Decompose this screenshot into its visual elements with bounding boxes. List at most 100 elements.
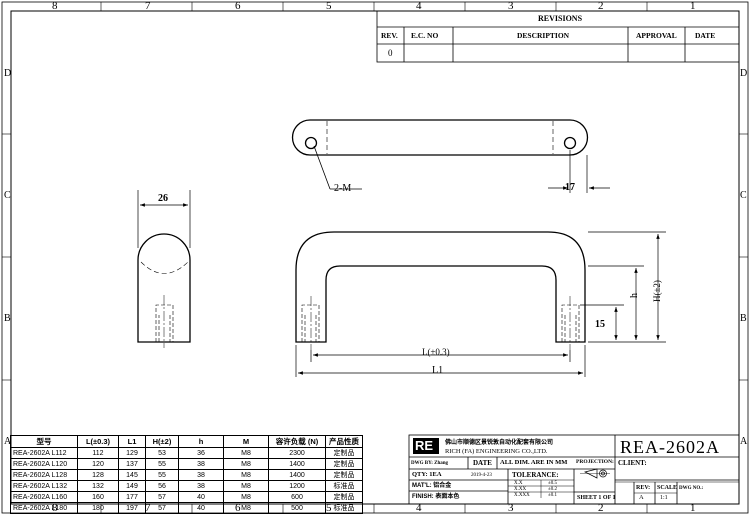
dim-15: 15 [595,319,605,330]
rev-header-rev: REV. [381,31,398,40]
cell: 56 [145,480,179,492]
client-label: CLIENT: [618,459,647,467]
tol-1-format: X.X [514,480,523,486]
cell: REA-2602A L180 [10,502,78,514]
cell: 40 [178,491,224,503]
leader-line [313,145,331,190]
qty: QTY: 1EA [412,471,442,478]
cell: M8 [223,491,269,503]
tol-3-format: X.XXX [514,492,530,498]
cell: 149 [118,480,146,492]
parts-table: 型号 L(±0.3) L1 H(±2) h M 容许负载 (N) 产品性质 RE… [10,435,363,514]
part-number: REA-2602A [620,437,720,457]
sheet-label: SHEET 1 OF 1 [577,495,616,501]
col-h-tol: H(±2) [145,435,179,448]
cell: 600 [268,491,326,503]
tol-2-format: X.XX [514,486,527,492]
cell: 132 [77,480,119,492]
front-view [295,231,586,350]
cell: 定制品 [325,491,363,503]
cell: 197 [118,502,146,514]
revisions-table [376,10,740,63]
projection-label: PROJECTION: [576,459,614,465]
zone-col-3: 3 [508,0,514,12]
col-h: h [178,435,224,448]
table-row: REA-2602A L160 160 177 57 40 M8 600 定制品 [10,491,363,503]
company-name-en: RICH (FA) ENGINEERING CO.,LTD. [445,448,548,455]
cell: 129 [118,447,146,459]
dwg-by: DWG BY: Zhang [411,461,449,466]
cell: REA-2602A L160 [10,491,78,503]
zone-col-2: 2 [598,0,604,12]
table-row: REA-2602A L180 180 197 57 40 M8 500 标准品 [10,502,363,514]
dim-17: 17 [565,182,575,193]
inner-frame [10,10,740,505]
cell: M8 [223,469,269,481]
col-l1: L1 [118,435,146,448]
company-logo-box [413,438,439,454]
table-row: REA-2602A L112 112 129 53 36 M8 2300 定制品 [10,447,363,459]
cell: 500 [268,502,326,514]
zone-col-4-bottom: 4 [416,502,422,514]
zone-col-7: 7 [145,0,151,12]
cell: 38 [178,469,224,481]
cell: 145 [118,469,146,481]
cell: 57 [145,502,179,514]
cell: 57 [145,491,179,503]
rev-label: REV: [636,485,651,491]
zone-col-8: 8 [52,0,58,12]
cell: 定制品 [325,469,363,481]
table-row: REA-2602A L132 132 149 56 38 M8 1200 标准品 [10,480,363,492]
parts-table-header: 型号 L(±0.3) L1 H(±2) h M 容许负载 (N) 产品性质 [10,435,363,448]
col-type: 产品性质 [325,435,363,448]
units-note: ALL DIM. ARE IN MM [500,459,568,466]
zone-row-c-right: C [740,190,747,201]
cell: 36 [178,447,224,459]
title-block [408,434,740,505]
col-m: M [223,435,269,448]
cell: M8 [223,480,269,492]
zone-row-d-right: D [740,68,748,79]
date-label: DATE [473,459,492,467]
scale-value: 1:1 [660,495,668,501]
col-model: 型号 [10,435,78,448]
dim-26: 26 [158,193,168,204]
rev-header-description: DESCRIPTION [517,31,570,40]
cell: 标准品 [325,502,363,514]
dim-h-tol: H(±2) [652,280,662,302]
cell: 53 [145,447,179,459]
cell: 160 [77,491,119,503]
zone-row-a-right: A [740,436,748,447]
cell: 1400 [268,458,326,470]
col-l: L(±0.3) [77,435,119,448]
zone-row-a: A [4,436,12,447]
cell: M8 [223,447,269,459]
rev-row-number: 0 [388,48,393,58]
cell: REA-2602A L112 [10,447,78,459]
scale-label: SCALE [657,485,678,491]
cell: 55 [145,458,179,470]
zone-col-3-bottom: 3 [508,502,514,514]
cell: 137 [118,458,146,470]
rev-value: A [639,494,644,501]
cell: REA-2602A L132 [10,480,78,492]
cell: M8 [223,458,269,470]
cell: REA-2602A L128 [10,469,78,481]
rev-header-approval: APPROVAL [636,31,677,40]
cell: 40 [178,502,224,514]
dim-h: h [629,293,640,298]
date-value: 2019-4-23 [471,473,492,478]
dim-l1: L1 [432,365,444,376]
rev-header-ecno: E.C. NO [411,31,439,40]
zone-col-4: 4 [416,0,422,12]
cell: 定制品 [325,447,363,459]
tol-3-value: ±0.1 [548,492,557,498]
cell: 177 [118,491,146,503]
zone-col-1-bottom: 1 [690,502,696,514]
zone-col-1: 1 [690,0,696,12]
table-row: REA-2602A L128 128 145 55 38 M8 1400 定制品 [10,469,363,481]
cell: 标准品 [325,480,363,492]
zone-col-5: 5 [326,0,332,12]
